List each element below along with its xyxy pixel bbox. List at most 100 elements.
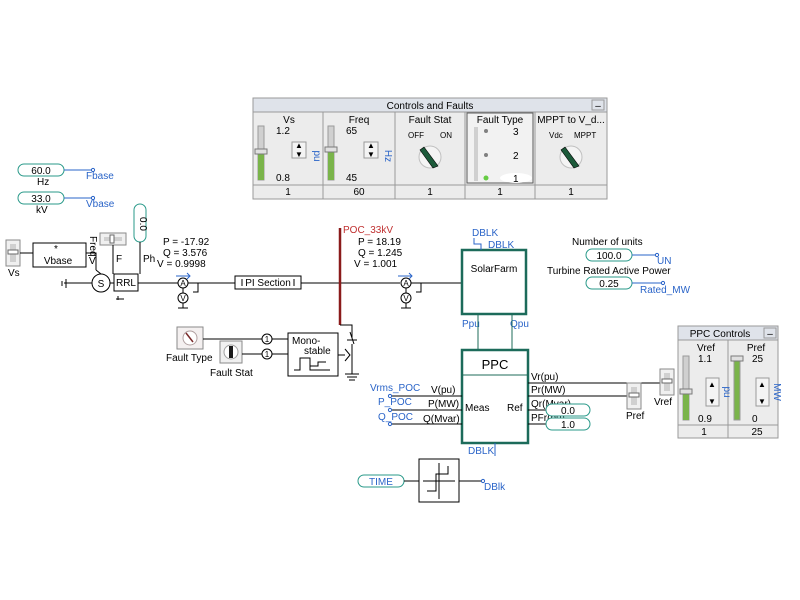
solarfarm-block[interactable]: SolarFarm DBLK DBLK Ppu Qpu — [460, 228, 529, 350]
mppt-left-label: Vdc — [549, 131, 563, 140]
ph-signal[interactable]: 0.0 Ph — [133, 203, 155, 265]
vs-slider-block[interactable]: Vs — [5, 239, 33, 279]
vref-slider-handle[interactable] — [679, 388, 693, 395]
fault-type-option-2[interactable]: 2 — [513, 151, 519, 162]
units-signal[interactable]: Number of units 100.0 UN — [572, 237, 671, 267]
freq-spinner[interactable] — [363, 141, 379, 159]
down-arrow-icon[interactable]: ▼ — [295, 150, 303, 159]
down-arrow-icon[interactable]: ▼ — [758, 397, 766, 406]
meas-left-q: Q = 3.576 — [163, 248, 208, 259]
pfr-pu-label: PFr(pu) — [531, 413, 565, 424]
down-arrow-icon[interactable]: ▼ — [708, 397, 716, 406]
panel-title: PPC Controls — [690, 329, 751, 340]
vbase-signal[interactable]: 33.0 kV Vbase — [17, 191, 115, 216]
solarfarm-label: SolarFarm — [471, 264, 518, 275]
fault-stat-switch[interactable]: Fault Stat OFF ON 1 — [408, 115, 452, 198]
qpu-label: Qpu — [510, 319, 529, 330]
vref-spinner[interactable] — [705, 377, 720, 407]
fbase-signal[interactable]: 60.0 Hz Fbase — [17, 163, 114, 188]
pi-section-label: PI Section — [245, 278, 291, 289]
vref-slider-block[interactable]: Vref — [654, 368, 675, 408]
time-signal[interactable]: TIME — [357, 474, 419, 488]
rated-mw-label: Rated_MW — [640, 285, 691, 296]
minimize-icon: – — [767, 329, 773, 340]
freq-slider-block[interactable]: Freq F — [87, 232, 127, 268]
fbase-label: Fbase — [86, 171, 114, 182]
fault-type-option-1[interactable]: 1 — [513, 174, 519, 185]
up-arrow-icon[interactable]: ▲ — [295, 141, 303, 150]
poc-bus-label: POC_33kV — [343, 225, 393, 236]
multiply-symbol: * — [54, 244, 58, 255]
pfr-signal[interactable] — [545, 417, 591, 431]
sine-glyph: S — [98, 279, 105, 290]
freq-slider[interactable]: Freq 65 45 ▲ ▼ Hz 60 — [324, 115, 393, 198]
up-arrow-icon[interactable]: ▲ — [708, 380, 716, 389]
monostable-label-2: stable — [304, 346, 331, 357]
f-label: F — [116, 254, 122, 265]
fault-type-label: Fault Type — [166, 353, 213, 364]
pref-slider-name: Pref — [747, 343, 766, 354]
vs-slider-unit: pu — [311, 150, 322, 161]
pref-spinner[interactable] — [755, 377, 770, 407]
pref-slider[interactable]: Pref 25 0 ▲ ▼ MW 25 — [730, 343, 782, 438]
vs-slider-handle[interactable] — [254, 148, 268, 155]
freq-slider-handle[interactable] — [324, 146, 338, 153]
toggle-lever-icon[interactable] — [560, 146, 580, 169]
minimize-button[interactable] — [763, 327, 777, 339]
vref-label: Vref — [654, 397, 672, 408]
ppc-controls-panel: PPC Controls – Vref 1.1 0.9 ▲ ▼ pu 1 Pre… — [677, 325, 782, 439]
fault-type-name: Fault Type — [477, 115, 524, 126]
fbase-value: 60.0 — [31, 166, 51, 177]
fault-stat-control[interactable]: Fault Stat — [210, 340, 262, 379]
p-poc-label: P_POC — [378, 397, 412, 408]
svg-text:A: A — [403, 279, 409, 288]
ppc-block[interactable]: PPC Meas Ref DBLK — [460, 348, 530, 457]
vbase-label: Vbase — [86, 199, 115, 210]
qmvar-label: Q(Mvar) — [423, 414, 460, 425]
fault-type-selector[interactable]: Fault Type 3 2 1 1 — [466, 112, 534, 198]
pref-slider-value: 25 — [751, 427, 763, 438]
vs-slider-min: 0.8 — [276, 173, 290, 184]
rrl-label: RRL — [116, 278, 136, 289]
meas-right-v: V = 1.001 — [354, 259, 398, 270]
vbase-value: 33.0 — [31, 194, 51, 205]
pmw-label: P(MW) — [428, 399, 459, 410]
freq-slider-name: Freq — [349, 115, 370, 126]
svg-text:V: V — [180, 294, 186, 303]
down-arrow-icon[interactable]: ▼ — [367, 150, 375, 159]
units-value: 100.0 — [596, 251, 621, 262]
turbine-label: Turbine Rated Active Power — [547, 266, 671, 277]
up-arrow-icon[interactable]: ▲ — [758, 380, 766, 389]
vs-slider[interactable]: Vs 1.2 0.8 ▲ ▼ pu 1 — [254, 115, 322, 198]
freq-slider-max: 65 — [346, 126, 358, 137]
un-label: UN — [657, 256, 671, 267]
toggle-lever-icon[interactable] — [419, 146, 439, 169]
right-meter: P = 18.19 Q = 1.245 V = 1.001 A V — [354, 237, 422, 309]
pref-slider-block[interactable]: Pref — [626, 382, 645, 422]
meas-label: Meas — [465, 403, 489, 414]
minimize-button[interactable] — [591, 99, 605, 111]
vs-spinner[interactable] — [291, 141, 307, 159]
controls-and-faults-panel: Controls and Faults – Vs 1.2 0.8 ▲ ▼ pu … — [252, 97, 608, 200]
pref-slider-handle[interactable] — [730, 355, 744, 362]
qr-signal[interactable] — [545, 403, 591, 417]
ph-label: Ph — [143, 254, 155, 265]
fault-type-option-3[interactable]: 3 — [513, 127, 519, 138]
turbine-signal[interactable]: Turbine Rated Active Power 0.25 Rated_MW — [547, 266, 691, 296]
svg-text:A: A — [180, 279, 186, 288]
mppt-value: 1 — [568, 187, 574, 198]
vref-slider-max: 1.1 — [698, 354, 712, 365]
vrms-poc-label: Vrms_POC — [370, 383, 420, 394]
mppt-switch[interactable]: MPPT to V_d... Vdc MPPT 1 — [537, 115, 605, 198]
up-arrow-icon[interactable]: ▲ — [367, 141, 375, 150]
meas-right-p: P = 18.19 — [358, 237, 401, 248]
monostable-block: Mono- stable — [287, 332, 351, 377]
vbase-block-label: Vbase — [44, 256, 73, 267]
fault-stat-on-label: ON — [440, 131, 452, 140]
ref-label: Ref — [507, 403, 523, 414]
vref-slider[interactable]: Vref 1.1 0.9 ▲ ▼ pu 1 — [679, 343, 732, 438]
dblk-input-label: DBLK — [488, 240, 514, 251]
fault-type-control[interactable]: Fault Type — [166, 326, 262, 364]
toggle-icon — [229, 346, 233, 358]
